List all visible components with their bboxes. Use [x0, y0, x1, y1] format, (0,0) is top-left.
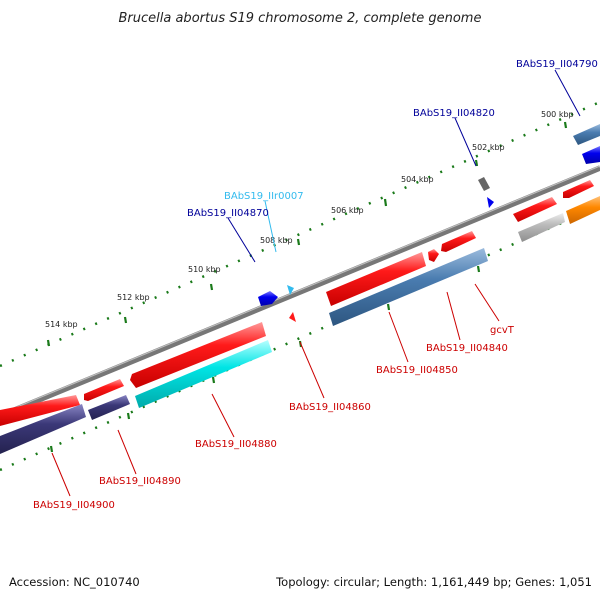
cds-arrow: [289, 312, 296, 322]
inner-tick-track: [0, 204, 600, 472]
gene-label[interactable]: BAbS19_II04890: [99, 476, 181, 487]
gene-label[interactable]: gcvT: [490, 325, 515, 336]
gene-label[interactable]: BAbS19_II04790: [516, 59, 598, 70]
cds-arrow: [582, 146, 600, 164]
gene-labels: BAbS19_II04790 BAbS19_II04820 BAbS19_IIr…: [33, 59, 598, 511]
gene-label[interactable]: BAbS19_IIr0007: [224, 191, 304, 202]
chromosome-backbone-highlight: [0, 165, 600, 415]
minor-tick-dots: [0, 100, 600, 368]
inner-minor-tick-dots: [0, 204, 600, 472]
gene-label[interactable]: BAbS19_II04820: [413, 108, 495, 119]
cds-arrow: [573, 124, 600, 145]
cds-arrow: [0, 395, 80, 426]
tick-track: [0, 100, 600, 368]
cds-arrow: [441, 231, 476, 252]
cds-arrow: [326, 252, 426, 306]
kbp-label: 506 kbp: [331, 206, 364, 215]
cds-arrow: [88, 395, 130, 420]
inner-cds-band: [0, 196, 600, 454]
cds-arrow: [566, 196, 600, 224]
major-ticks: [46, 121, 568, 347]
cds-arrow: [513, 197, 557, 222]
cds-arrow: [487, 197, 494, 208]
cds-arrow: [135, 340, 272, 408]
cds-arrow: [478, 177, 490, 191]
accession-text: Accession: NC_010740: [9, 575, 140, 589]
cds-arrow: [563, 180, 594, 198]
gene-label[interactable]: BAbS19_II04860: [289, 402, 371, 413]
gene-label[interactable]: BAbS19_II04850: [376, 365, 458, 376]
kbp-label: 512 kbp: [117, 293, 150, 302]
cds-arrow: [0, 404, 86, 454]
cds-arrow: [258, 291, 278, 306]
cds-arrow: [518, 213, 565, 242]
outer-cds-band: [0, 146, 600, 426]
inner-major-ticks: [49, 265, 481, 453]
gene-label[interactable]: BAbS19_II04840: [426, 343, 508, 354]
cds-arrow: [428, 249, 439, 262]
cds-arrow: [329, 248, 488, 326]
label-leaders: [51, 69, 581, 497]
kbp-label: 504 kbp: [401, 175, 434, 184]
cds-arrow: [130, 322, 266, 388]
cds-arrow: [84, 379, 124, 401]
kbp-label: 502 kbp: [472, 143, 505, 152]
trna-marker: [287, 285, 294, 295]
map-title: Brucella abortus S19 chromosome 2, compl…: [119, 11, 482, 26]
gene-label[interactable]: BAbS19_II04870: [187, 208, 269, 219]
kbp-label: 514 kbp: [45, 320, 78, 329]
forward-strand-features: [258, 124, 600, 306]
kbp-label: 500 kbp: [541, 110, 574, 119]
gene-label[interactable]: BAbS19_II04900: [33, 500, 115, 511]
kbp-label: 508 kbp: [260, 236, 293, 245]
gene-label[interactable]: BAbS19_II04880: [195, 439, 277, 450]
summary-text: Topology: circular; Length: 1,161,449 bp…: [275, 575, 592, 589]
kbp-labels: 500 kbp 502 kbp 504 kbp 506 kbp 508 kbp …: [45, 110, 574, 329]
kbp-label: 510 kbp: [188, 265, 221, 274]
chromosome-backbone: [0, 165, 600, 419]
